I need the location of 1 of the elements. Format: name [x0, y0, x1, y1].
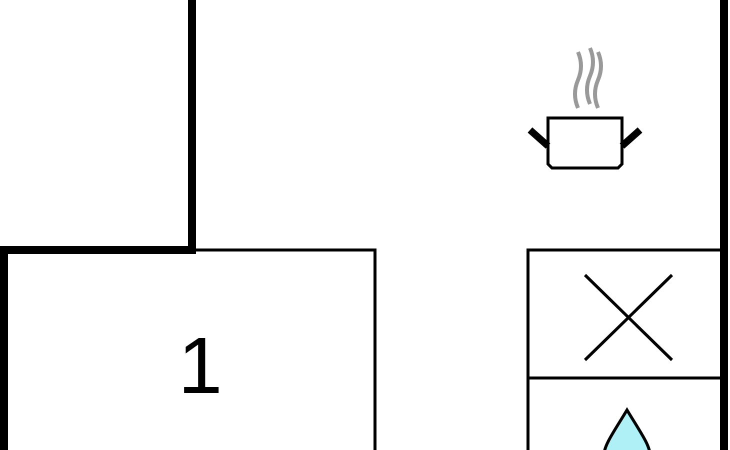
room-number: 1	[178, 326, 222, 406]
